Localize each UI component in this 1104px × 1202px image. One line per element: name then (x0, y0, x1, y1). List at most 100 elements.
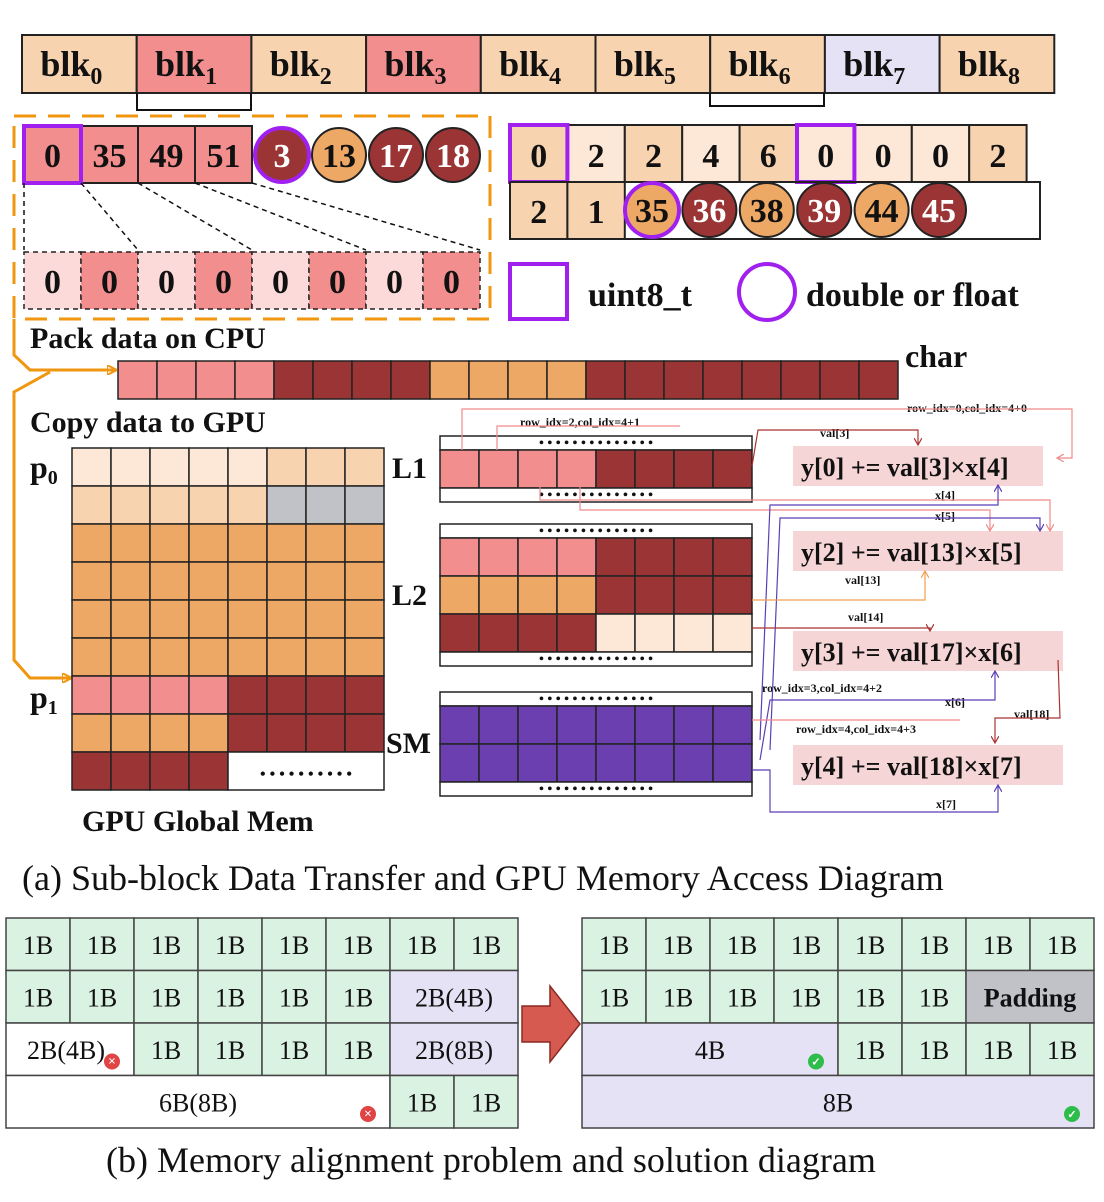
align-cell-text: 2B(8B) (415, 1036, 493, 1065)
cell-text: 38 (750, 193, 784, 230)
align-cell-text: 2B(4B) (27, 1036, 105, 1065)
cache-cell (595, 575, 636, 615)
align-cell-text: 1B (407, 1089, 437, 1118)
conn (759, 672, 995, 761)
global-mem-cell (71, 713, 112, 753)
global-mem-cell (305, 485, 346, 525)
value-circle (911, 182, 967, 238)
cache-cell (673, 705, 714, 745)
global-mem-cell (227, 599, 268, 639)
cache-cell (673, 537, 714, 577)
global-mem-free (227, 751, 385, 791)
char-label: char (905, 338, 967, 374)
align-cell-text: 1B (983, 1036, 1013, 1065)
l2-cache: • • • • • • • • • • • • • •• • • • • • •… (439, 523, 753, 667)
align-cell (1029, 1022, 1095, 1077)
global-mem-cell (227, 485, 268, 525)
cell-text: 35 (635, 193, 669, 230)
gpu-global-mem: • • • • • • • • • • (71, 447, 385, 791)
align-cell (709, 969, 775, 1024)
cache-cell (634, 705, 675, 745)
cache-cell (673, 743, 714, 783)
spmv-equations: y[0] += val[3]×x[4]y[2] += val[13]×x[5]y… (461, 401, 1073, 813)
cache-cell (595, 705, 636, 745)
conn (769, 517, 1040, 751)
global-mem-cell (305, 561, 346, 601)
row-idx-label: row_idx=0,col_idx=4+0 (907, 401, 1027, 415)
global-mem-cell (149, 713, 190, 753)
cache-cell (478, 705, 519, 745)
global-mem-cell (266, 485, 307, 525)
legend-circle-icon (737, 262, 797, 322)
legend-square-label: uint8_t (588, 277, 693, 314)
packed-cell (308, 251, 367, 310)
align-cell-text: 4B (695, 1036, 725, 1065)
align-cell-text: 1B (87, 984, 117, 1013)
value-circle (796, 182, 853, 238)
conn (539, 486, 1050, 530)
cell-text: 13 (322, 138, 356, 175)
cache-cell (712, 537, 753, 577)
align-cell (197, 917, 263, 972)
cache-cell (517, 705, 558, 745)
global-mem-cell (71, 675, 112, 715)
align-cell (837, 1022, 903, 1077)
global-mem-cell (227, 561, 268, 601)
cache-cell (439, 449, 480, 489)
cache-cell (712, 705, 753, 745)
uint8-highlight (22, 124, 83, 185)
global-mem-cell (188, 713, 229, 753)
packed-cell (365, 251, 424, 310)
align-cell-text: 1B (343, 931, 373, 960)
global-mem-cell (305, 713, 346, 753)
cache-cell (595, 743, 636, 783)
cache-cell (517, 613, 558, 653)
cache-cell (556, 575, 597, 615)
cell-text: 0 (329, 264, 346, 301)
global-mem-cell (71, 599, 112, 639)
cell-text: 0 (386, 264, 403, 301)
cell-text: 0 (158, 264, 175, 301)
char-cell (234, 360, 275, 400)
global-mem-cell (149, 675, 190, 715)
align-cell-text: 1B (23, 931, 53, 960)
sm-label: SM (386, 727, 431, 760)
conn (461, 408, 1073, 458)
conn (496, 425, 680, 450)
global-mem-cell (305, 599, 346, 639)
align-cell (645, 917, 711, 972)
error-icon-glyph: × (108, 1055, 116, 1070)
cache-cell (517, 575, 558, 615)
cell-text: 18 (436, 138, 470, 175)
char-cell (195, 360, 236, 400)
align-cell (581, 917, 647, 972)
global-mem-cell (266, 523, 307, 563)
cell-text: 45 (922, 193, 956, 230)
align-cell-text: 1B (1047, 931, 1077, 960)
align-cell-text: 1B (599, 984, 629, 1013)
char-cell (156, 360, 197, 400)
cell-text: 35 (93, 138, 127, 175)
align-cell (325, 969, 391, 1024)
equation-box (793, 745, 1063, 785)
cell-text: 2 (989, 138, 1006, 175)
align-cell (581, 1074, 1095, 1129)
block-label: blk8 (958, 44, 1020, 90)
equation-text: y[3] += val[17]×x[6] (801, 638, 1022, 667)
global-mem-cell (227, 713, 268, 753)
global-mem-cell (110, 447, 151, 487)
conn (579, 486, 990, 530)
val-label: val[18] (1014, 707, 1049, 721)
global-mem-cell (344, 447, 385, 487)
char-cell (624, 360, 665, 400)
char-cell (819, 360, 860, 400)
global-mem-cell (188, 599, 229, 639)
cache-rail (439, 781, 753, 797)
char-cell (702, 360, 743, 400)
align-cell (773, 917, 839, 972)
equation-text: y[0] += val[3]×x[4] (801, 453, 1009, 482)
align-cell (453, 1074, 519, 1129)
block-0 (21, 34, 138, 94)
